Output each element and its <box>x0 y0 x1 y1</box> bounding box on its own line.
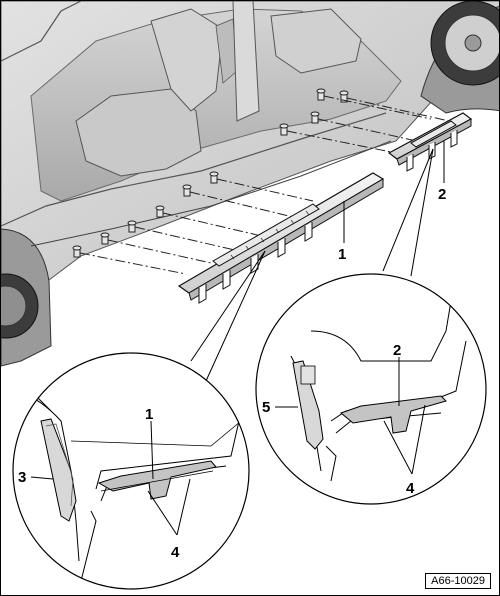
clip-pin <box>127 220 137 233</box>
sill-trim-rear <box>387 112 473 172</box>
clip-pin <box>316 88 326 101</box>
clip-pin <box>182 184 192 197</box>
callout-1-top: 1 <box>338 246 346 263</box>
clip-pin <box>209 171 219 184</box>
clip-pin <box>72 245 82 258</box>
assembly-lines <box>79 95 450 275</box>
clip-pin <box>279 123 289 136</box>
callout-3: 3 <box>18 469 26 486</box>
clip-pin <box>100 232 110 245</box>
clip-pin <box>339 90 349 103</box>
callout-2-detail: 2 <box>393 342 401 359</box>
figure-reference-label: A66-10029 <box>425 573 491 589</box>
leader-lines-top <box>190 141 445 382</box>
callout-1-detail: 1 <box>145 406 153 423</box>
callout-4-right: 4 <box>406 480 415 497</box>
sill-trim-front <box>177 172 385 304</box>
car-body <box>1 1 499 367</box>
leader-lines-detail <box>30 357 426 536</box>
detail-left <box>12 352 250 590</box>
callouts: 1 2 1 2 3 4 4 5 <box>18 186 446 561</box>
callout-2-top: 2 <box>438 186 446 203</box>
clip-pin <box>310 111 320 124</box>
callout-5: 5 <box>262 399 270 416</box>
detail-right <box>255 273 487 505</box>
callout-4-left: 4 <box>171 544 180 561</box>
clip-pin <box>155 205 165 218</box>
sill-clips <box>72 88 349 258</box>
